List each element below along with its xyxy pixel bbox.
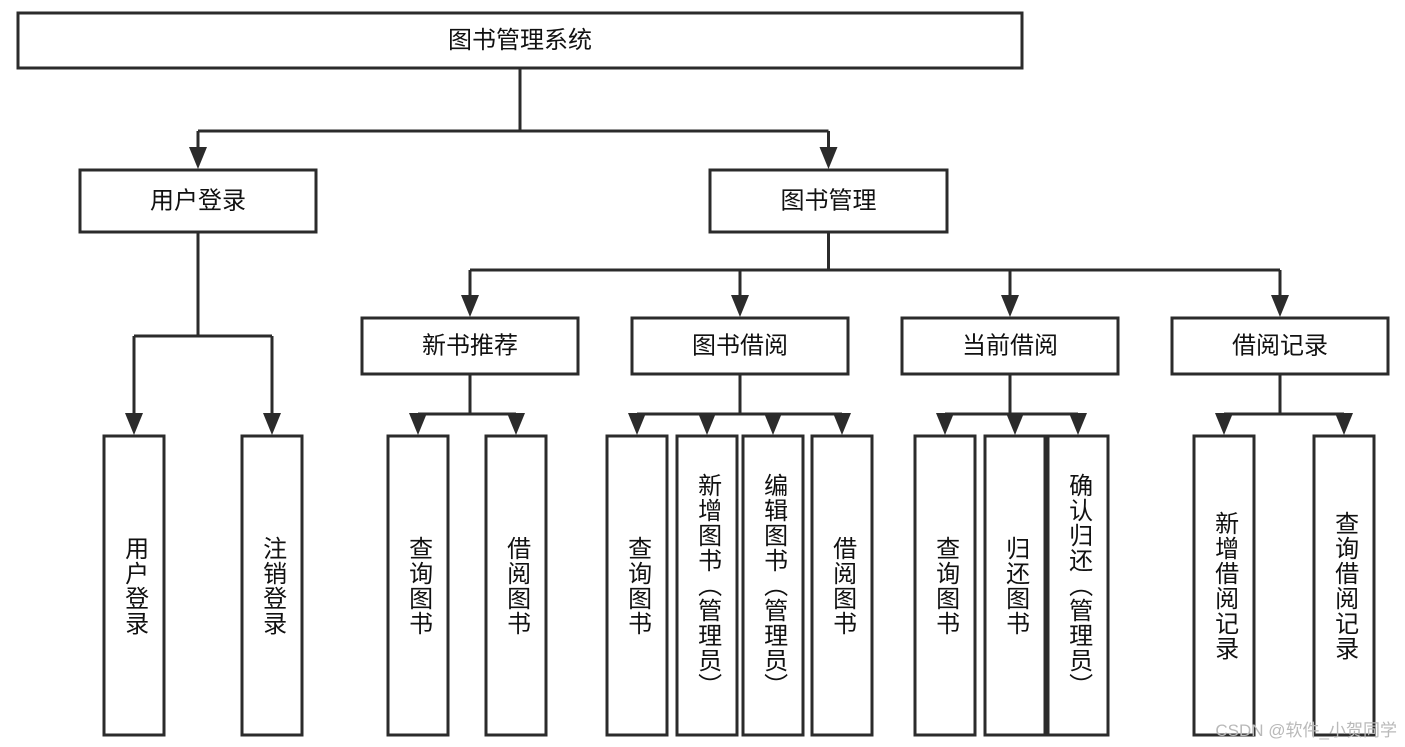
leaf-leaf-add-record[interactable]: [1192, 434, 1256, 737]
leaf-leaf-borrow-book-2[interactable]: [810, 434, 874, 737]
node-borrow-record[interactable]: [1170, 316, 1390, 376]
arrow-head-icon: [461, 295, 479, 317]
leaf-leaf-query-book-2[interactable]: [605, 434, 669, 737]
arrow-head-icon: [628, 413, 646, 435]
arrow-head-icon: [263, 413, 281, 435]
arrow-head-icon: [764, 413, 782, 435]
leaf-leaf-query-book-1[interactable]: [386, 434, 450, 737]
arrow-head-icon: [819, 147, 838, 169]
arrow-head-icon: [1215, 413, 1233, 435]
csdn-watermark: CSDN @软件_小贺同学: [1215, 721, 1397, 740]
node-book-manage-label: 图书管理: [781, 187, 877, 214]
arrow-head-icon: [1335, 413, 1353, 435]
node-book-borrow-label: 图书借阅: [692, 332, 788, 359]
arrow-head-icon: [189, 147, 207, 169]
node-user-login[interactable]: [78, 168, 318, 234]
leaf-leaf-add-book[interactable]: [675, 434, 739, 737]
arrow-head-icon: [125, 413, 143, 435]
arrow-head-icon: [409, 413, 427, 435]
leaf-leaf-return-book[interactable]: [983, 434, 1047, 737]
node-book-borrow[interactable]: [630, 316, 850, 376]
arrow-head-icon: [1006, 413, 1024, 435]
arrow-head-icon: [507, 413, 525, 435]
leaf-leaf-user-logout[interactable]: [240, 434, 304, 737]
arrow-head-icon: [833, 413, 851, 435]
node-current-borrow[interactable]: [900, 316, 1120, 376]
node-new-book-rec-label: 新书推荐: [422, 332, 518, 359]
node-new-book-rec[interactable]: [360, 316, 580, 376]
node-root[interactable]: [16, 11, 1024, 70]
arrow-head-icon: [1271, 295, 1289, 317]
edges-layer: [125, 68, 1353, 435]
leaf-leaf-edit-book[interactable]: [741, 434, 805, 737]
leaf-leaf-query-record[interactable]: [1312, 434, 1376, 737]
arrow-head-icon: [1069, 413, 1087, 435]
node-user-login-label: 用户登录: [150, 187, 246, 214]
leaf-leaf-user-login[interactable]: [102, 434, 166, 737]
arrow-head-icon: [698, 413, 716, 435]
arrow-head-icon: [1001, 295, 1019, 317]
node-borrow-record-label: 借阅记录: [1232, 332, 1328, 359]
node-current-borrow-label: 当前借阅: [962, 332, 1058, 359]
leaf-leaf-query-book-3[interactable]: [913, 434, 977, 737]
arrow-head-icon: [936, 413, 954, 435]
arrow-head-icon: [731, 295, 749, 317]
node-root-label: 图书管理系统: [448, 27, 592, 54]
node-book-manage[interactable]: [708, 168, 949, 234]
leaf-leaf-borrow-book-1[interactable]: [484, 434, 548, 737]
leaf-leaf-confirm-return[interactable]: [1046, 434, 1110, 737]
